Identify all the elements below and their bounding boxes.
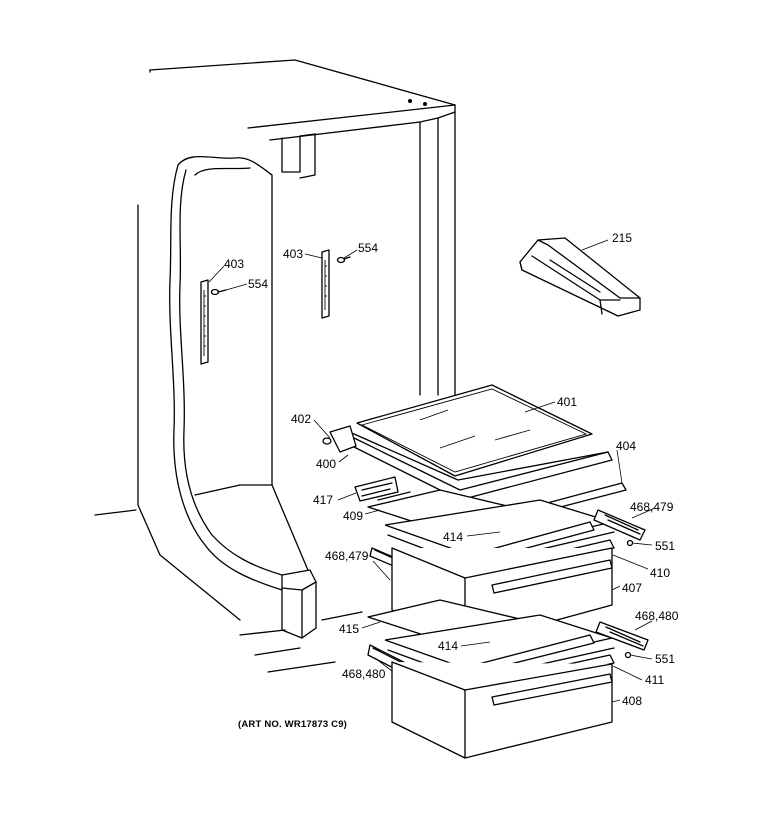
callout-411: 411 [645, 673, 664, 687]
callout-215: 215 [612, 231, 632, 245]
art-number-caption: (ART NO. WR17873 C9) [238, 719, 347, 730]
shelf-rail-left [200, 279, 227, 365]
callout-414-lower: 414 [438, 639, 458, 653]
callout-410: 410 [650, 566, 670, 580]
shelf-rail-right [321, 249, 351, 319]
callout-468-479-left: 468,479 [325, 549, 369, 563]
callout-468-480-left: 468,480 [342, 667, 386, 681]
callout-409: 409 [343, 509, 363, 523]
callout-415: 415 [339, 622, 359, 636]
callout-468-480-right: 468,480 [635, 609, 679, 623]
callout-554-right: 554 [358, 241, 378, 255]
lower-crisper [367, 599, 649, 759]
callout-551-lower: 551 [655, 652, 675, 666]
callout-468-479-right: 468,479 [630, 500, 674, 514]
callout-551-upper: 551 [655, 539, 675, 553]
cabinet [94, 59, 456, 673]
callouts: 215 403 554 403 554 401 402 400 404 417 … [224, 231, 679, 708]
callout-404: 404 [616, 439, 636, 453]
callout-403-left: 403 [224, 257, 244, 271]
callout-408: 408 [622, 694, 642, 708]
callout-403-right: 403 [283, 247, 303, 261]
door-bin [519, 237, 641, 317]
leader-lines [208, 239, 656, 703]
callout-417: 417 [313, 493, 333, 507]
callout-400: 400 [316, 457, 336, 471]
callout-401: 401 [557, 395, 577, 409]
callout-414-upper: 414 [443, 530, 463, 544]
callout-402: 402 [291, 412, 311, 426]
callout-554-left: 554 [248, 277, 268, 291]
callout-407: 407 [622, 581, 642, 595]
